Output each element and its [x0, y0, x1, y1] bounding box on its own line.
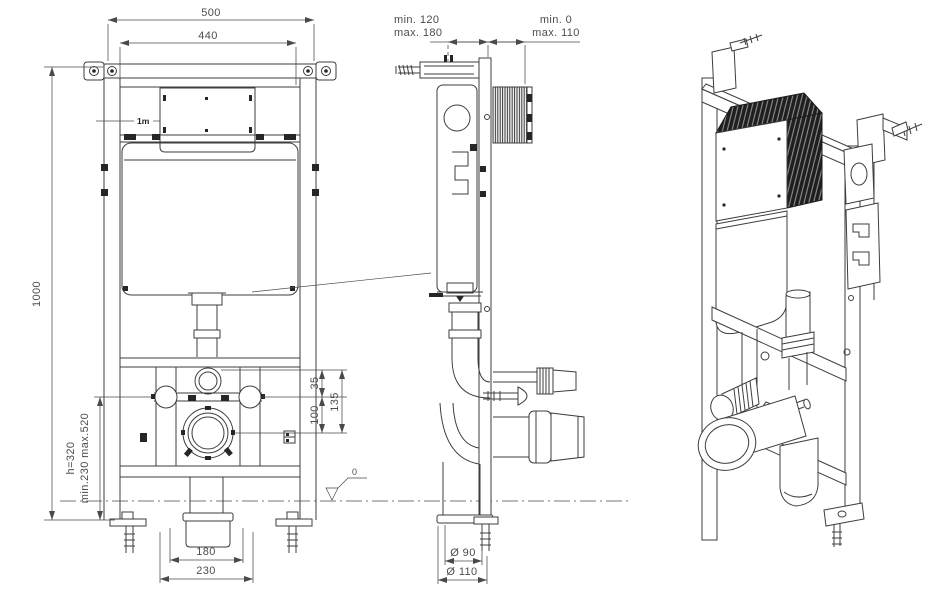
iso-drain-elbow [779, 437, 819, 507]
upper-cross-rail [120, 134, 300, 143]
dim-bolt-to-drain: 100 [309, 405, 321, 425]
iso-protection-box [715, 92, 823, 222]
mid-cross-rail [120, 357, 300, 368]
dim-spud-offset: 35 [309, 376, 321, 389]
dim-wall-offset-max: max. 110 [532, 27, 580, 39]
side-foot [473, 516, 499, 551]
left-clip [140, 433, 147, 442]
dim-drain-pipe-inner: Ø 90 [450, 547, 475, 559]
iso-drain-connector [697, 395, 807, 471]
adjustable-foot-right [275, 511, 313, 553]
wall-protection-box [492, 86, 533, 144]
iso-side-plates [843, 143, 881, 356]
drain-flange [181, 406, 235, 460]
cistern-side [429, 84, 483, 302]
iso-foot [823, 502, 865, 547]
cistern [121, 142, 299, 296]
dim-frame-depth-min: min. 120 [394, 14, 439, 26]
top-rail [83, 61, 337, 81]
flush-connector [493, 367, 577, 395]
dim-frame-depth-max: max. 180 [394, 27, 442, 39]
threaded-rod [483, 386, 528, 406]
bracket-bolt-icon [89, 66, 331, 76]
meter-mark: 1m [96, 116, 164, 126]
front-view: 1m [83, 61, 432, 553]
dim-flush-height-range: min.230 max.520 [79, 413, 91, 503]
frame-rails [103, 64, 317, 520]
dim-drain-outer: 230 [196, 565, 216, 577]
iso-flush-pipe [781, 289, 815, 390]
drain-socket [182, 477, 234, 548]
side-view-dimensions: min. 120 max. 180 min. 0 max. 110 Ø 90 Ø… [394, 14, 580, 584]
floor-level-symbol: 0 [325, 467, 367, 501]
wc-fixing-bolts [151, 385, 265, 409]
dim-flush-height: h=320 [65, 442, 77, 475]
side-rail [478, 57, 492, 520]
drain-socket-side [493, 410, 585, 464]
inspection-box [159, 87, 256, 153]
flush-elbow-outlet [194, 367, 222, 395]
dim-drain-pipe-outer: Ø 110 [446, 566, 477, 578]
dim-overall-height: 1000 [31, 281, 43, 307]
flush-pipe [188, 292, 226, 357]
support-struts [155, 367, 261, 466]
right-fitting-clip [283, 430, 296, 444]
adjustable-foot-left [109, 511, 147, 553]
flush-pipe-side [448, 302, 491, 399]
iso-bracket-left [711, 33, 763, 94]
iso-flush-connector [710, 377, 760, 422]
dim-wall-offset-min: min. 0 [540, 14, 572, 26]
isometric-view [697, 33, 923, 547]
meter-mark-label: 1m [137, 116, 150, 126]
rail-clips [101, 164, 319, 196]
floor-level-label: 0 [352, 467, 357, 477]
dim-drain-inner: 180 [196, 546, 216, 558]
wall-anchor [395, 55, 480, 79]
dim-spud-to-drain: 135 [329, 392, 341, 412]
dim-overall-width: 500 [201, 7, 221, 19]
dim-inner-width: 440 [198, 30, 218, 42]
side-view [395, 55, 585, 551]
bottom-cross-rail [120, 465, 300, 478]
front-view-dimensions: 500 440 1000 h=320 min.230 max.520 35 10… [31, 7, 347, 583]
